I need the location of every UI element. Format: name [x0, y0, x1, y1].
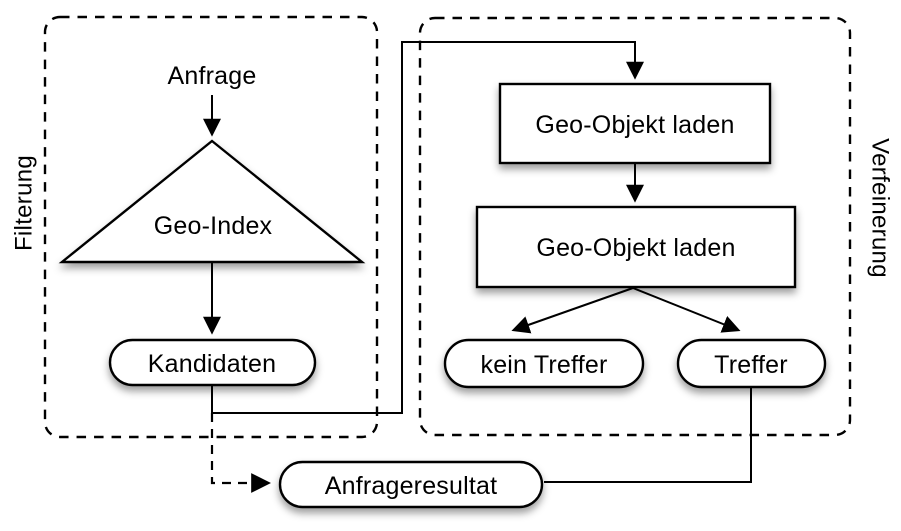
kein-treffer-label: kein Treffer — [481, 351, 608, 379]
geo-objekt-laden-2-label: Geo-Objekt laden — [536, 234, 735, 262]
edge-treffer-to-anfrageresultat — [544, 386, 752, 483]
treffer-label: Treffer — [714, 351, 788, 379]
anfrageresultat-label: Anfrageresultat — [325, 472, 498, 500]
geo-objekt-laden-2-box-shape — [475, 205, 797, 289]
edge-geoobjekt2-to-keintreffer — [511, 287, 634, 334]
edge-kandidaten-to-geoobjekt1 — [211, 41, 644, 414]
geo-index-label: Geo-Index — [154, 212, 273, 240]
geo-index-triangle-shape — [58, 139, 366, 264]
treffer-pill-shape — [676, 338, 827, 389]
kein-treffer-pill-shape — [443, 338, 645, 389]
edge-kandidaten-to-anfrageresultat-dashed — [210, 413, 271, 493]
anfrage-label: Anfrage — [168, 62, 257, 90]
verfeinerung-section-label: Verfeinerung — [867, 138, 894, 278]
anfrageresultat-pill-shape — [278, 460, 544, 509]
kandidaten-label: Kandidaten — [148, 350, 277, 378]
geo-objekt-laden-1-box-shape — [498, 82, 772, 165]
edge-geoobjekt2-to-treffer — [632, 287, 741, 333]
verfeinerung-section-box — [418, 16, 852, 437]
kandidaten-pill-shape — [108, 338, 317, 387]
filterung-section-label: Filterung — [11, 155, 38, 251]
geo-objekt-laden-1-label: Geo-Objekt laden — [535, 111, 734, 139]
